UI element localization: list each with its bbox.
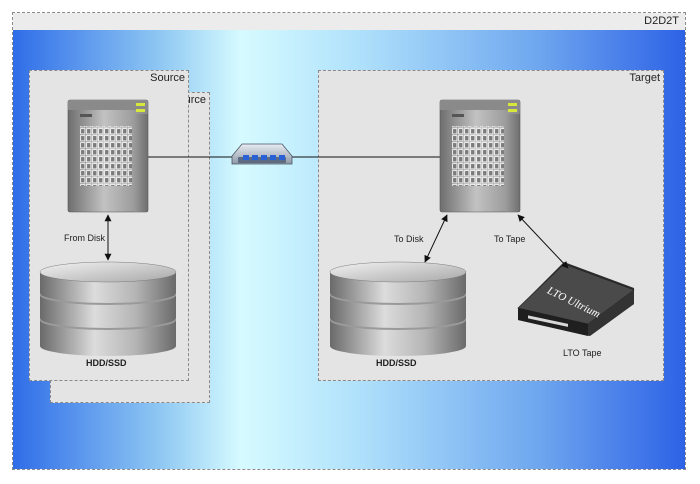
edge-target-server-disk	[424, 214, 448, 263]
lto-tape-icon: LTO Ultrium	[517, 262, 635, 336]
from-disk-label: From Disk	[64, 233, 105, 243]
target-server-icon	[439, 99, 521, 213]
network-hub-icon	[231, 143, 293, 165]
source-server-icon	[67, 99, 149, 213]
target-disk-icon	[329, 261, 467, 356]
to-disk-label: To Disk	[394, 234, 424, 244]
target-title: Target	[629, 72, 660, 84]
container-title: D2D2T	[644, 15, 679, 27]
edge-target-server-tape	[517, 214, 569, 269]
source-disk-icon	[39, 261, 177, 356]
source-storage-label: HDD/SSD	[86, 358, 127, 368]
target-storage-label: HDD/SSD	[376, 358, 417, 368]
lto-tape-label: LTO Tape	[563, 348, 602, 358]
source-title: Source	[150, 72, 185, 84]
to-tape-label: To Tape	[494, 234, 526, 244]
